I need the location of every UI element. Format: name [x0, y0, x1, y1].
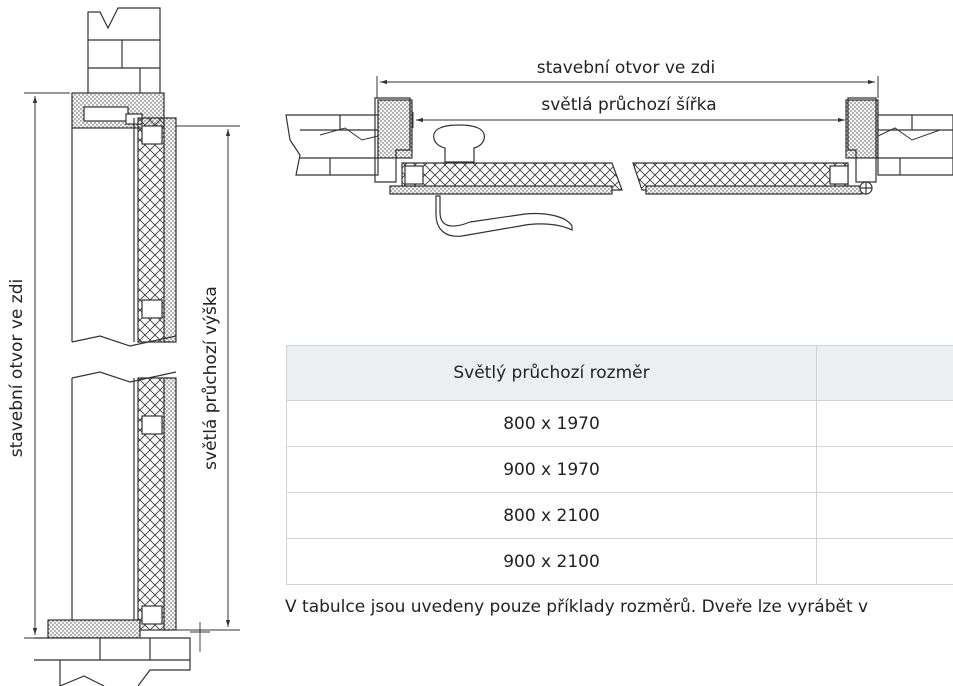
table-cell: 900 x 2100 [286, 538, 817, 585]
right-frame [845, 99, 879, 159]
side-inner-dim-label: světlá průchozí výška [201, 286, 221, 470]
table-cell: 800 x 2100 [286, 492, 817, 539]
threshold [47, 619, 141, 639]
top-outer-dim-label: stavební otvor ve zdi [537, 58, 715, 78]
table-cell [816, 446, 953, 493]
table-cell [816, 492, 953, 539]
side-outer-dim-label: stavební otvor ve zdi [7, 279, 27, 457]
top-section [285, 97, 953, 237]
side-dimensions [24, 92, 240, 639]
right-wall [877, 114, 953, 176]
table-header-row: Světlý průchozí rozměr [286, 345, 953, 401]
left-frame [377, 99, 413, 159]
table-header-cell: Světlý průchozí rozměr [286, 345, 817, 401]
left-wall [285, 114, 379, 176]
table-cell: 800 x 1970 [286, 400, 817, 447]
door-leaf-left [401, 162, 623, 191]
side-section [34, 7, 210, 686]
top-dimensions [376, 76, 879, 128]
table-cell [816, 538, 953, 585]
wall-below [34, 637, 191, 686]
lever-handle [435, 195, 573, 237]
table-cell [816, 400, 953, 447]
table-row: 800 x 2100 [286, 492, 953, 539]
table-footnote: V tabulce jsou uvedeny pouze příklady ro… [285, 597, 869, 617]
table-row: 900 x 1970 [286, 446, 953, 493]
sizes-table: Světlý průchozí rozměr 800 x 1970 900 x … [286, 345, 953, 585]
table-row: 800 x 1970 [286, 400, 953, 447]
top-inner-dim-label: světlá průchozí šířka [541, 95, 716, 115]
wall-above [87, 7, 161, 93]
table-row: 900 x 2100 [286, 538, 953, 585]
table-cell: 900 x 1970 [286, 446, 817, 493]
door-knob [433, 124, 485, 163]
table-header-cell [816, 345, 953, 401]
